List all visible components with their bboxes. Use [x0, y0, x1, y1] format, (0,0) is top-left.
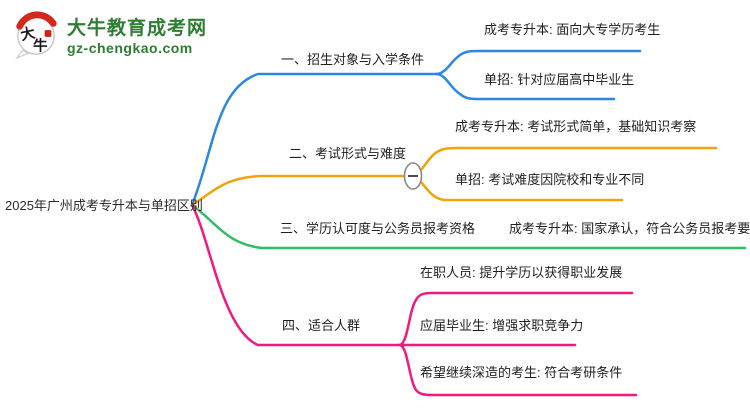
- branch3-child1[interactable]: 成考专升本: 国家承认，符合公务员报考要求: [509, 221, 750, 236]
- branch1-child1[interactable]: 成考专升本: 面向大专学历考生: [484, 22, 661, 37]
- branch1-child2[interactable]: 单招: 针对应届高中毕业生: [484, 72, 635, 87]
- branch4-child3-connector: [398, 343, 638, 397]
- branch3-label[interactable]: 三、学历认可度与公务员报考资格: [280, 221, 476, 236]
- branch2-label[interactable]: 二、考试形式与难度: [289, 146, 407, 161]
- logo-char-da: 大: [19, 23, 37, 44]
- branch2-child1[interactable]: 成考专升本: 考试形式简单，基础知识考察: [455, 119, 697, 134]
- branch1-label[interactable]: 一、招生对象与入学条件: [281, 52, 425, 67]
- branch1-child1-connector: [434, 49, 642, 76]
- collapse-toggle[interactable]: [403, 162, 423, 190]
- branch1-connector: [190, 72, 438, 207]
- branch4-child3[interactable]: 希望继续深造的考生: 符合考研条件: [420, 365, 623, 380]
- branch4-connector: [190, 203, 577, 347]
- logo-red-cap: [16, 11, 57, 30]
- logo-char-niu: 牛: [33, 36, 47, 54]
- branch2-child2-connector: [419, 180, 624, 202]
- branch2-connector: [190, 174, 406, 207]
- root-node[interactable]: 2025年广州成考专升本与单招区别: [5, 198, 203, 213]
- branch4-child1-connector: [398, 291, 634, 347]
- branch2-child2[interactable]: 单招: 考试难度因院校和专业不同: [455, 172, 645, 187]
- logo-bubble-tail: [15, 49, 30, 60]
- logo-seal: [44, 30, 52, 37]
- branch4-child2[interactable]: 应届毕业生: 增强求职竞争力: [420, 318, 584, 333]
- logo-title: 大牛教育成考网: [67, 17, 208, 39]
- branch4-label[interactable]: 四、适合人群: [282, 318, 361, 333]
- daniu-logo-icon: 大 牛: [15, 11, 57, 60]
- branch2-child1-connector: [419, 146, 718, 172]
- logo-url: gz-chengkao.com: [67, 39, 193, 56]
- branch1-child2-connector: [434, 72, 616, 101]
- site-logo: 大 牛 大牛教育成考网 gz-chengkao.com: [12, 8, 207, 60]
- branch4-child1[interactable]: 在职人员: 提升学历以获得职业发展: [420, 265, 623, 280]
- branch3-connector: [190, 203, 747, 250]
